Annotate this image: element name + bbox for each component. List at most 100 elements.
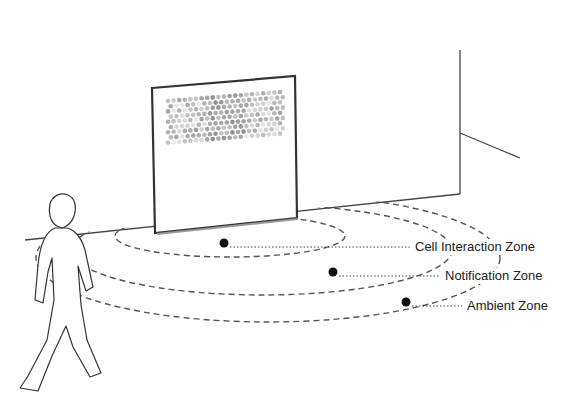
display-cell — [267, 101, 272, 106]
display-cell — [211, 116, 216, 121]
display-cell — [236, 99, 241, 104]
display-cell — [247, 98, 252, 103]
display-cell — [216, 105, 221, 110]
leader-line — [339, 276, 440, 277]
display-cell — [258, 118, 263, 123]
display-cell — [205, 137, 210, 142]
display-cell — [255, 133, 260, 138]
display-cell — [258, 128, 263, 133]
display-cell — [269, 96, 274, 101]
marker-dot — [329, 268, 338, 277]
display-cell — [183, 129, 188, 134]
display-cell — [244, 92, 249, 97]
display-cell — [208, 101, 213, 106]
display-cell — [185, 103, 190, 108]
display-cell — [185, 134, 190, 139]
display-cell — [171, 119, 176, 124]
display-cell — [188, 118, 193, 123]
display-cell — [247, 118, 252, 123]
display-cell — [247, 108, 252, 113]
display-cell — [233, 114, 238, 119]
display-cell — [219, 121, 224, 126]
display-cell — [199, 96, 204, 101]
display-cell — [183, 118, 188, 123]
display-cell — [278, 90, 283, 95]
display-cell — [261, 102, 266, 107]
display-cell — [244, 124, 249, 129]
display-cell — [275, 106, 280, 111]
display-cell — [191, 102, 196, 107]
display-cell — [281, 105, 286, 110]
display-cell — [194, 107, 199, 112]
display-cell — [222, 105, 227, 110]
leader-line — [230, 247, 410, 248]
display-cell — [177, 129, 182, 134]
display-cell — [275, 127, 280, 132]
display-cell — [227, 125, 232, 130]
display-cell — [208, 132, 213, 137]
display-cell — [166, 99, 171, 104]
display-cell — [241, 98, 246, 103]
display-cell — [278, 121, 283, 126]
person — [20, 194, 101, 391]
display-cell — [239, 93, 244, 98]
display-cell — [233, 135, 238, 140]
display-panel — [152, 76, 297, 233]
display-cell — [191, 123, 196, 128]
display-cell — [261, 91, 266, 96]
zone-label: Cell Interaction Zone — [414, 239, 536, 255]
display-cell — [188, 128, 193, 133]
display-cell — [219, 110, 224, 115]
display-cell — [230, 120, 235, 125]
display-cell — [194, 97, 199, 102]
display-cell — [202, 112, 207, 117]
display-cell — [197, 133, 202, 138]
display-cell — [281, 116, 286, 121]
display-cell — [208, 122, 213, 127]
display-cell — [267, 122, 272, 127]
display-cell — [233, 93, 238, 98]
display-cell — [244, 113, 249, 118]
display-cell — [197, 123, 202, 128]
display-cell — [205, 106, 210, 111]
display-cell — [194, 117, 199, 122]
display-cell — [236, 109, 241, 114]
display-cell — [188, 107, 193, 112]
display-cell — [211, 137, 216, 142]
display-cell — [166, 109, 171, 114]
display-cell — [269, 117, 274, 122]
display-cell — [174, 124, 179, 129]
display-cell — [244, 103, 249, 108]
display-cell — [180, 113, 185, 118]
side-wall — [460, 133, 520, 158]
display-cell — [225, 131, 230, 136]
display-cell — [253, 97, 258, 102]
display-cells — [166, 90, 285, 145]
person-body — [20, 228, 101, 391]
display-cell — [171, 98, 176, 103]
display-cell — [185, 113, 190, 118]
display-cell — [199, 127, 204, 132]
display-cell — [194, 128, 199, 133]
display-cell — [227, 94, 232, 99]
display-cell — [177, 139, 182, 144]
display-cell — [264, 128, 269, 133]
display-cell — [272, 132, 277, 137]
display-cell — [230, 99, 235, 104]
display-cell — [250, 102, 255, 107]
display-cell — [278, 100, 283, 105]
display-cell — [216, 95, 221, 100]
display-cell — [199, 138, 204, 143]
display-cell — [227, 135, 232, 140]
display-cell — [255, 112, 260, 117]
display-cell — [183, 108, 188, 113]
display-cell — [199, 106, 204, 111]
display-cell — [197, 112, 202, 117]
display-cell — [225, 99, 230, 104]
display-cell — [191, 113, 196, 118]
display-cell — [183, 139, 188, 144]
display-cell — [199, 117, 204, 122]
display-cell — [185, 123, 190, 128]
display-cell — [166, 140, 171, 145]
